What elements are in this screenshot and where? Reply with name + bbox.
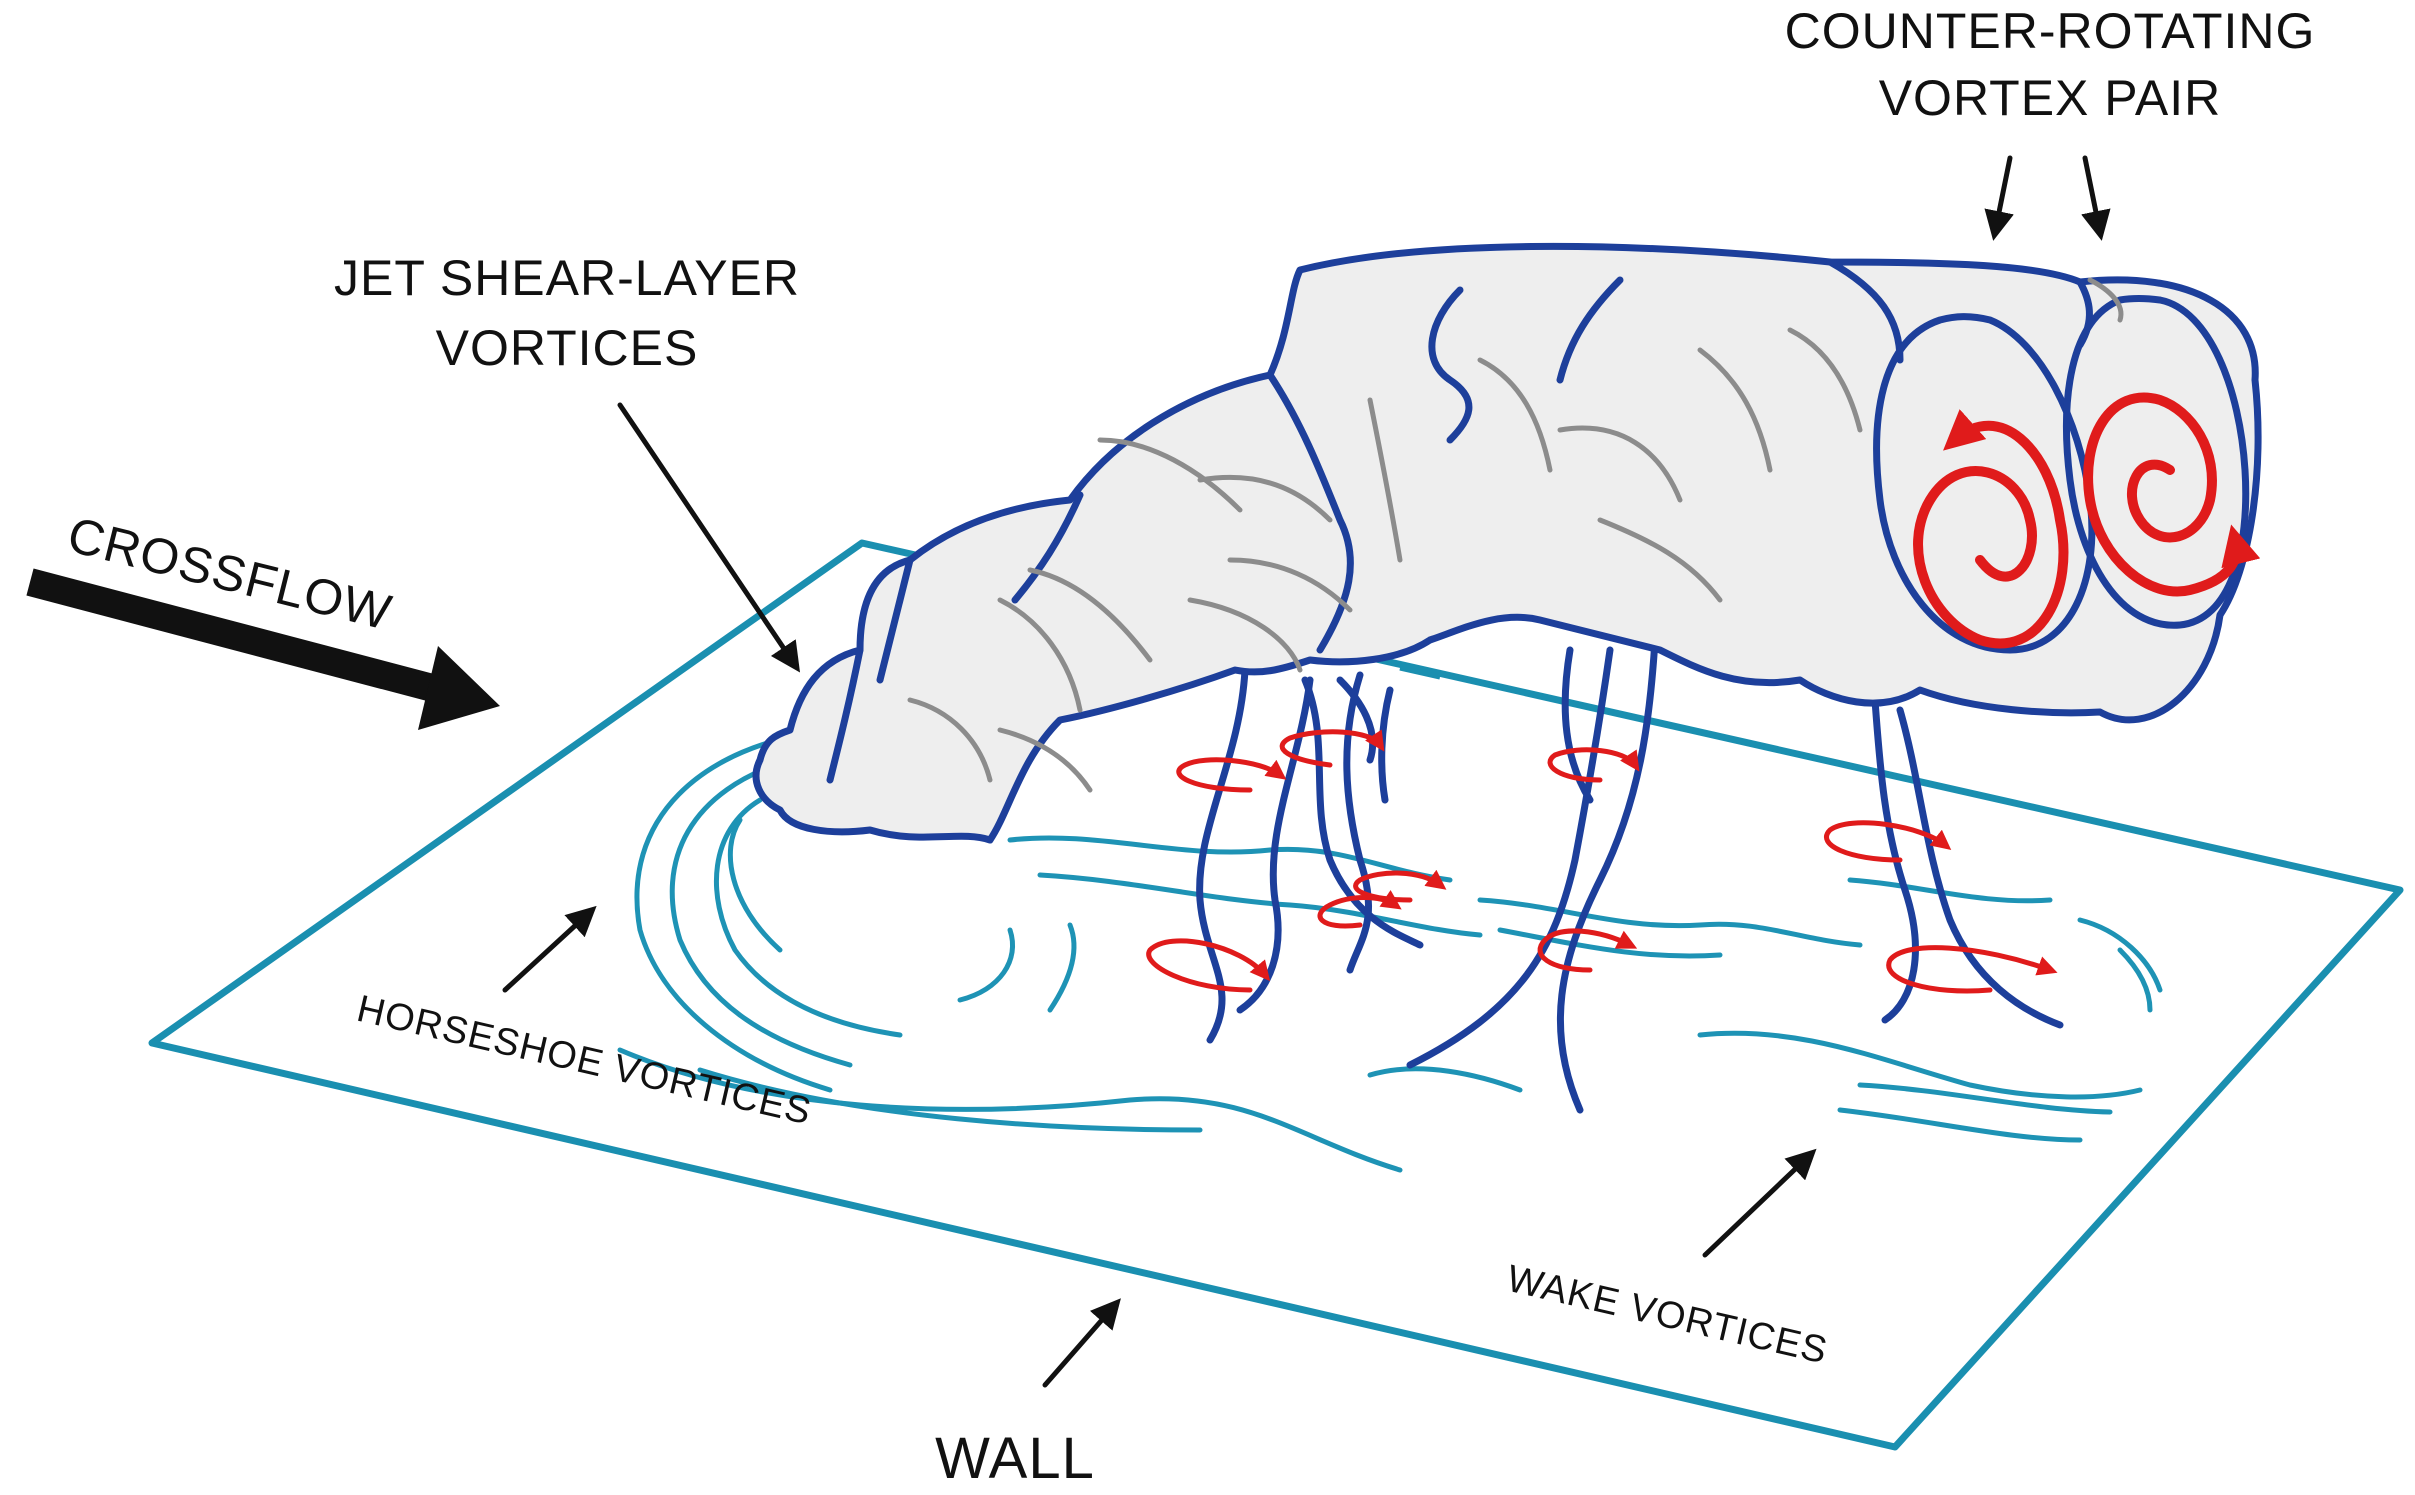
wall-plate [148,539,2404,1451]
wall-label: WALL [935,1426,1095,1491]
wall-pointer [1042,1298,1121,1388]
wake-vortex-tails [1196,636,2064,1114]
counter-rotating-label-line2: VORTEX PAIR [1879,70,2222,126]
wake-label: WAKE VORTICES [1503,1258,1832,1373]
horseshoe-label: HORSESHOE VORTICES [353,988,815,1134]
counter-rotating-left-pointer [1984,155,2014,241]
jet-shear-label-line1: JET SHEAR-LAYER [334,250,800,306]
jet-fold-lines [907,277,2124,793]
jet-shear-pointer [617,402,801,673]
counter-rotating-spirals [1913,392,2261,649]
wake-rotation-markers [1146,729,2058,994]
horseshoe-vortex-lines [617,727,2163,1173]
jet-shear-label-line2: VORTICES [436,320,699,376]
counter-rotating-right-pointer [2081,155,2111,241]
wake-pointer [1702,1148,1817,1258]
jet-body [752,242,2262,844]
crossflow-arrow [26,568,500,730]
horseshoe-pointer [502,905,597,993]
counter-rotating-label-line1: COUNTER-ROTATING [1785,3,2316,59]
